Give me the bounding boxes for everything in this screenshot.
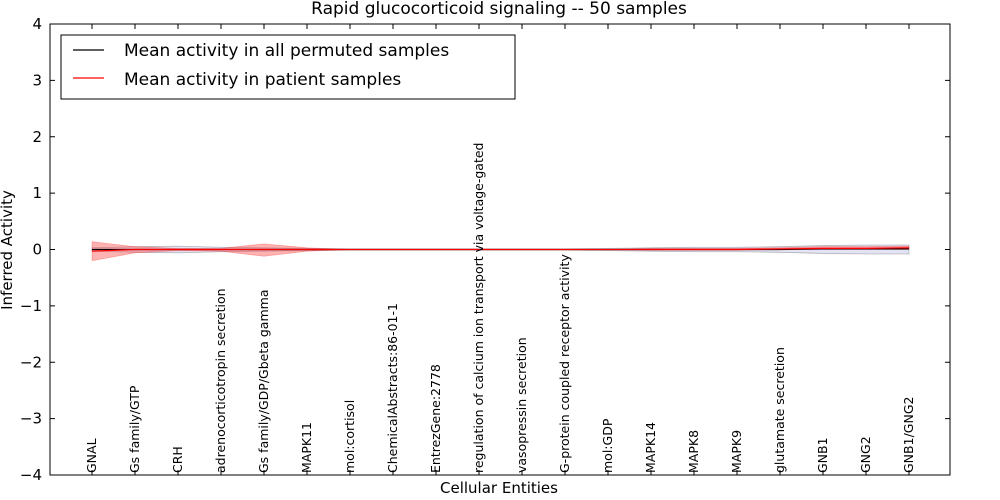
y-tick-label: 4 (32, 15, 42, 33)
x-tick-label: MAPK8 (686, 430, 701, 473)
chart-title: Rapid glucocorticoid signaling -- 50 sam… (311, 0, 687, 19)
x-tick-label: GNG2 (858, 436, 873, 473)
x-tick-label: mol:cortisol (342, 400, 357, 473)
x-tick-label: MAPK9 (729, 430, 744, 473)
x-tick-label: ChemicalAbstracts:86-01-1 (385, 303, 400, 473)
series-lines (91, 247, 910, 252)
x-tick-label: G-protein coupled receptor activity (557, 254, 572, 473)
x-tick-label: mol:GDP (600, 418, 615, 473)
x-tick-label: EntrezGene:2778 (428, 364, 443, 473)
y-tick-label: −2 (20, 353, 42, 371)
y-tick-label: −1 (20, 297, 42, 315)
x-tick-label: Gs family/GTP (127, 385, 142, 473)
x-axis-label: Cellular Entities (440, 479, 558, 497)
x-tick-label: glutamate secretion (772, 347, 787, 473)
y-tick-label: −3 (20, 410, 42, 428)
x-tick-label: GNB1 (815, 437, 830, 473)
x-tick-label: MAPK11 (299, 422, 314, 473)
x-axis: GNAL Gs family/GTP CRH adrenocorticotropin … (84, 24, 916, 475)
y-tick-label: −4 (20, 466, 42, 484)
legend-entry-patient: Mean activity in patient samples (124, 70, 401, 90)
x-tick-label: Gs family/GDP/Gbeta gamma (256, 290, 271, 473)
confidence-bands (91, 241, 910, 262)
y-axis-label: Inferred Activity (0, 190, 16, 310)
x-tick-label: vasopressin secretion (514, 337, 529, 473)
y-tick-label: 0 (32, 241, 42, 259)
legend-entry-permuted: Mean activity in all permuted samples (124, 41, 449, 61)
x-tick-label: CRH (170, 446, 185, 473)
legend: Mean activity in all permuted samples Me… (60, 34, 516, 100)
x-tick-label: GNB1/GNG2 (901, 397, 916, 473)
x-tick-label: adrenocorticotropin secretion (213, 288, 228, 473)
y-axis: −4 −3 −2 −1 0 1 2 3 4 (20, 15, 950, 484)
x-tick-label: GNAL (84, 438, 99, 473)
legend-frame (60, 34, 516, 100)
x-tick-label: regulation of calcium ion transport via … (471, 143, 486, 474)
series-line (91, 247, 910, 252)
x-tick-label: MAPK14 (643, 422, 658, 473)
y-tick-label: 1 (32, 184, 42, 202)
y-tick-label: 2 (32, 128, 42, 146)
y-tick-label: 3 (32, 71, 42, 89)
